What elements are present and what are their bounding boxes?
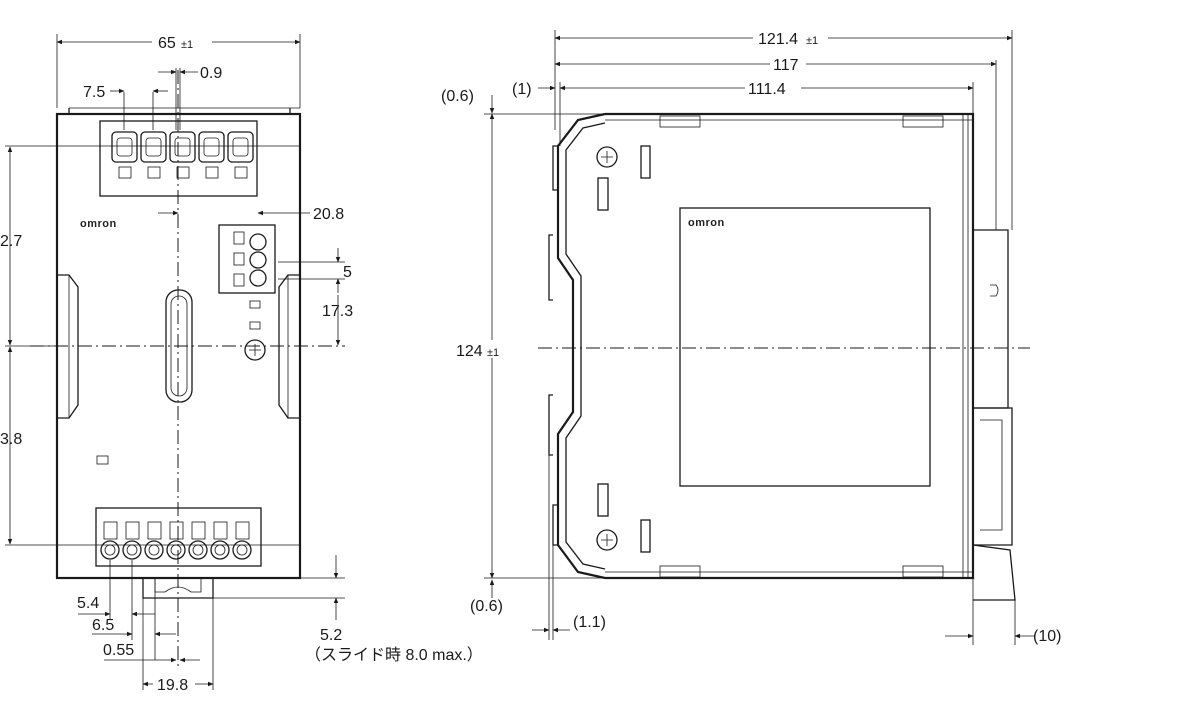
dim-slide-note: （スライド時 8.0 max.） <box>305 646 483 664</box>
dim-terminal-pitch: 7.5 <box>83 84 105 101</box>
dim-connector-height: 17.3 <box>322 303 353 320</box>
dim-111: 111.4 <box>748 81 786 98</box>
dim-overall: 121.4 <box>758 31 798 48</box>
dim-height: 124 <box>456 343 483 360</box>
dim-overall-tol: ±1 <box>806 35 818 47</box>
dim-bottom-4: 19.8 <box>157 677 188 694</box>
front-view: omron <box>0 32 483 694</box>
dim-width: 65 <box>158 35 176 52</box>
dim-width-tol: ±1 <box>181 39 193 51</box>
dim-bottom-06: (0.6) <box>470 598 503 615</box>
side-screw-bottom <box>596 529 618 551</box>
dim-connector-pitch: 5 <box>343 264 352 281</box>
signal-connector <box>218 224 276 294</box>
dim-top-06: (0.6) <box>441 88 474 105</box>
side-housing <box>605 112 975 580</box>
dim-117: 117 <box>773 57 799 74</box>
dim-upper-left: 2.7 <box>0 233 22 250</box>
side-view: omron 121.4 ±1 117 111.4 (1) 124 ±1 <box>441 28 1061 645</box>
dim-terminal-offset: 0.9 <box>200 65 222 82</box>
front-logo: omron <box>80 218 117 230</box>
side-label <box>679 207 931 487</box>
dim-bottom-2: 6.5 <box>92 617 114 634</box>
side-screw-top <box>596 146 618 168</box>
dim-bottom-1: 5.4 <box>77 595 99 612</box>
side-logo: omron <box>688 217 725 229</box>
dim-1: (1) <box>512 81 532 98</box>
dim-connector-offset: 20.8 <box>313 206 344 223</box>
dim-slide: 5.2 <box>320 627 342 644</box>
dim-11: (1.1) <box>573 614 606 631</box>
din-rail-clip <box>973 229 1009 409</box>
dim-height-tol: ±1 <box>487 347 499 359</box>
dim-lower-left: 3.8 <box>0 431 22 448</box>
adjust-screw <box>244 339 266 361</box>
dim-bottom-3: 0.55 <box>103 642 134 659</box>
dim-10: (10) <box>1033 628 1061 645</box>
upper-terminals <box>111 131 254 179</box>
lower-terminals <box>100 521 252 560</box>
